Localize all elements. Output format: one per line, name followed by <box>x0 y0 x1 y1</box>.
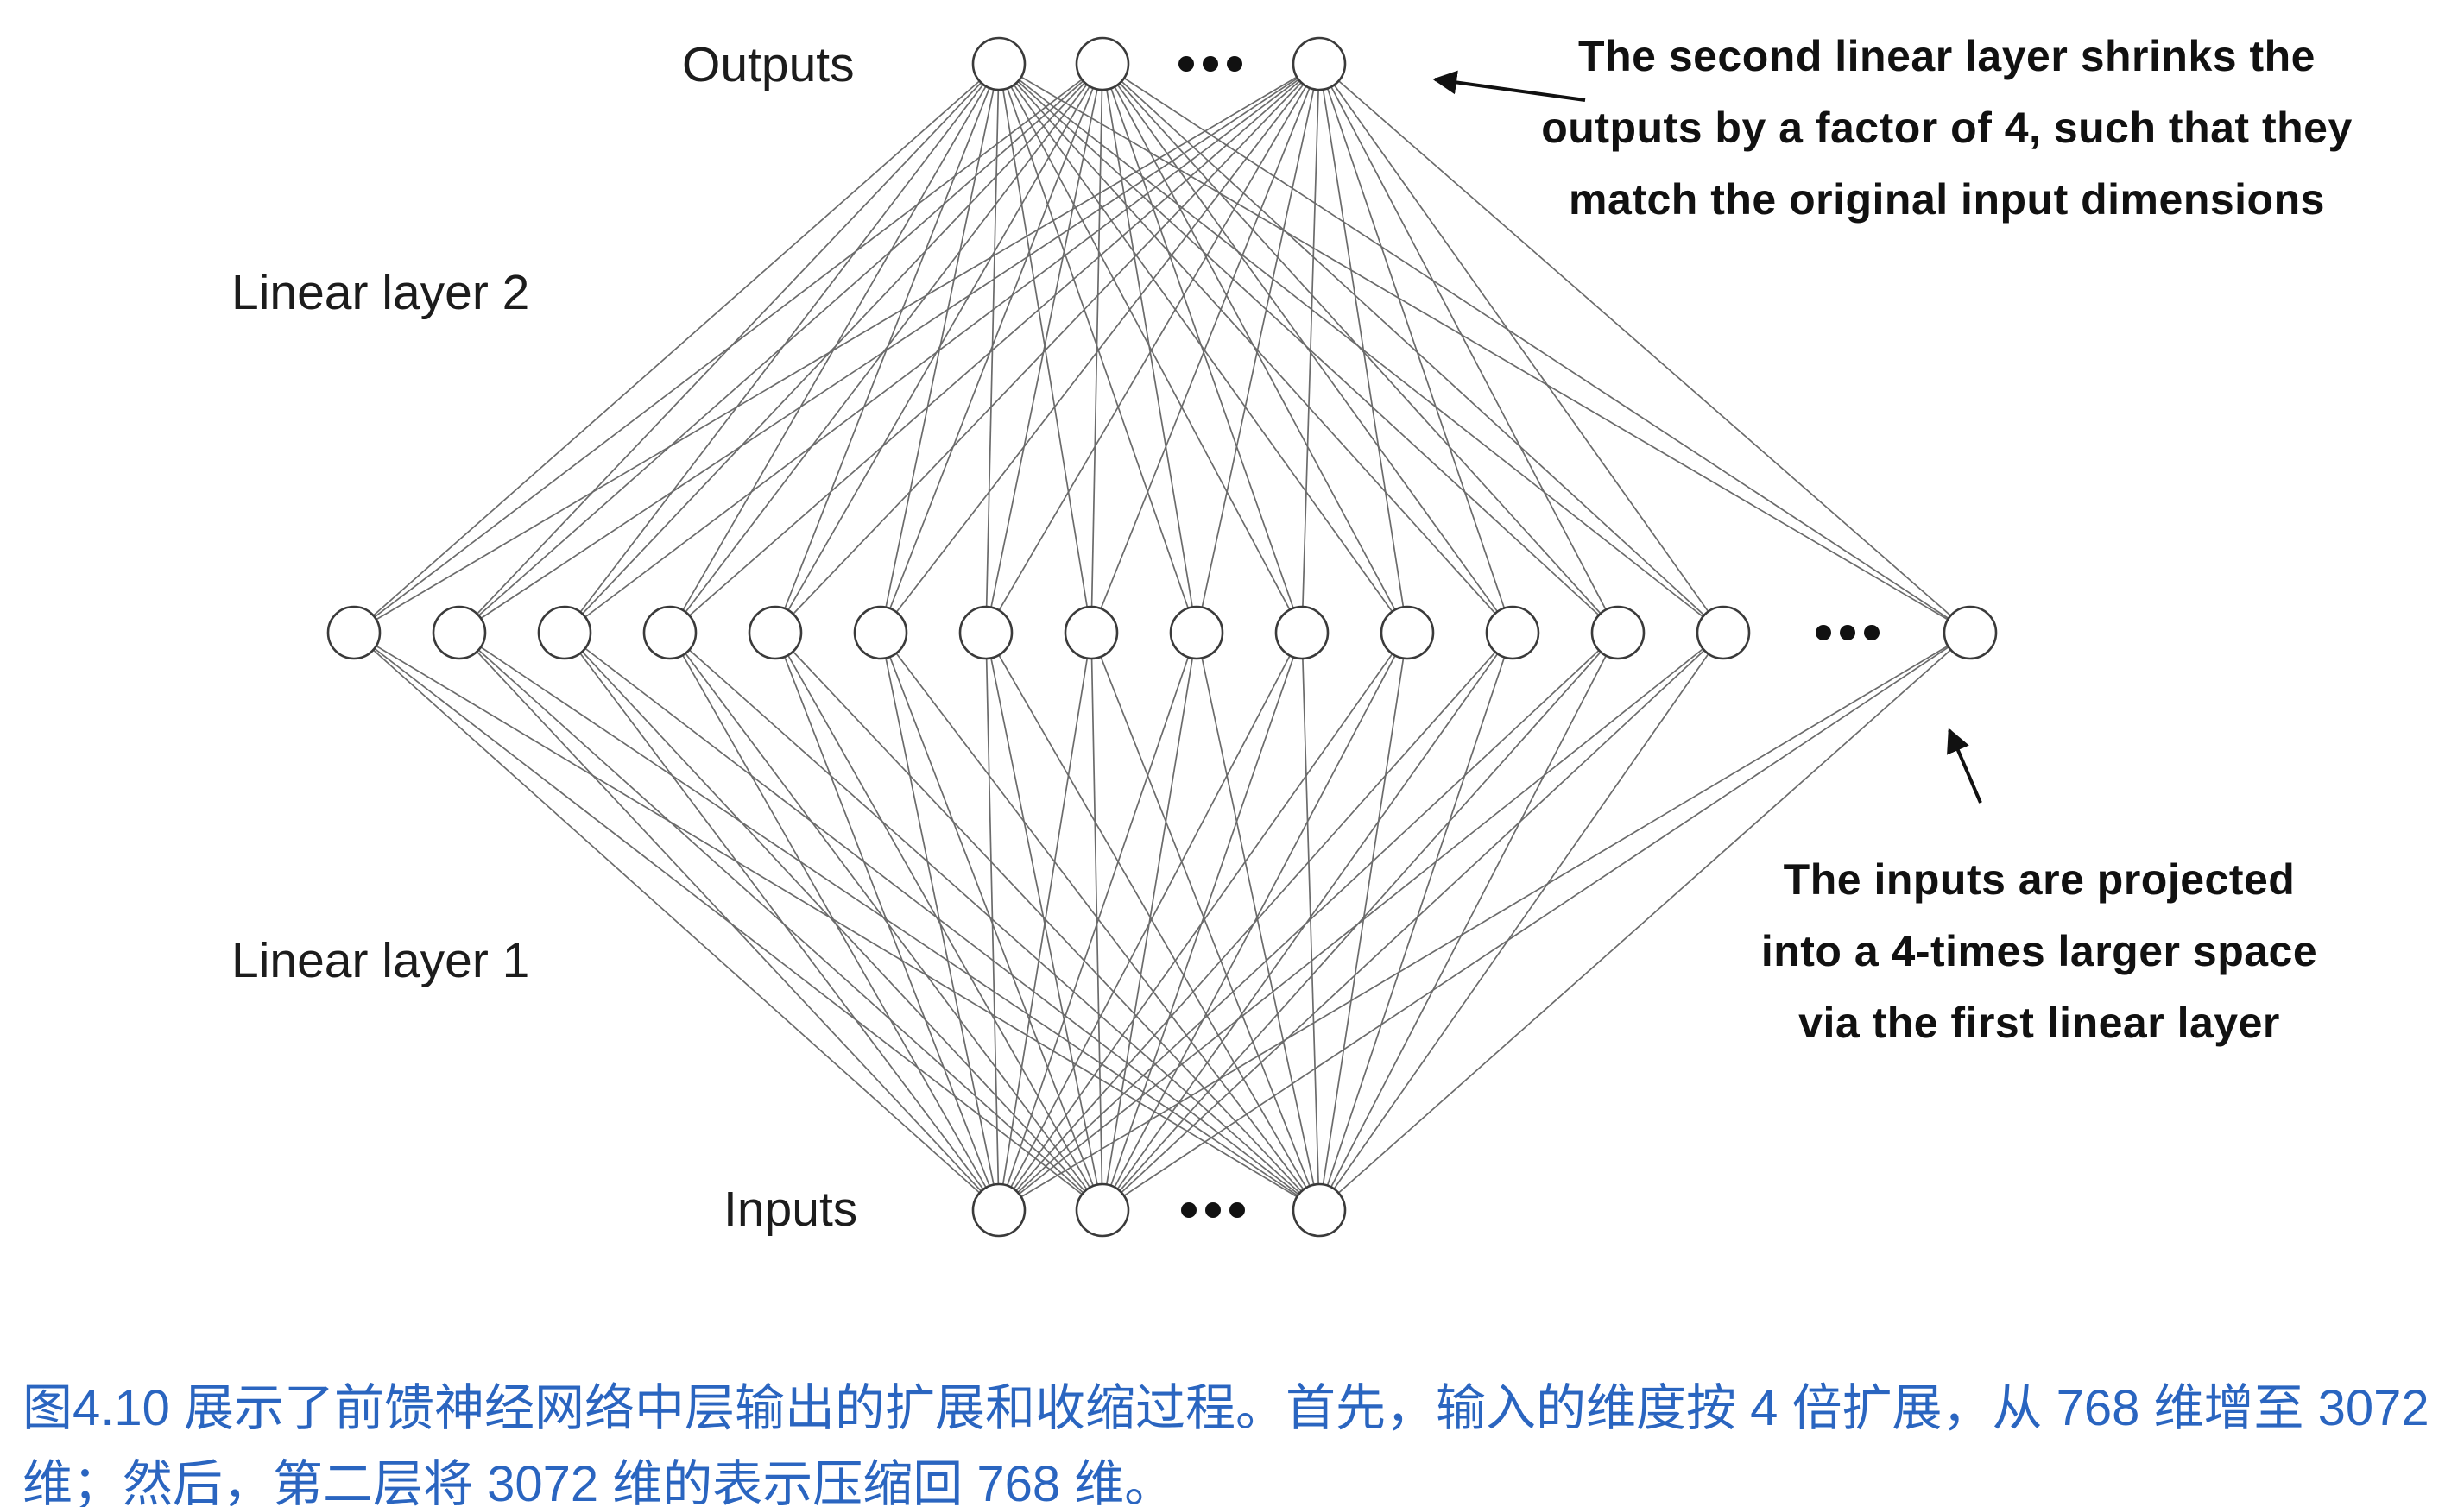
hidden-node <box>1274 605 1330 660</box>
linear-layer-1-label: Linear layer 1 <box>231 933 530 988</box>
caption-line: 维；然后，第二层将 3072 维的表示压缩回 768 维。 <box>22 1456 1175 1507</box>
input-node <box>1075 1182 1130 1238</box>
hidden-node <box>853 605 908 660</box>
inputs-label: Inputs <box>723 1182 858 1237</box>
hidden-node <box>432 605 487 660</box>
hidden-node <box>1169 605 1224 660</box>
annotation-arrows <box>1432 70 1982 804</box>
annotation-line: match the original input dimensions <box>1569 175 2325 224</box>
hidden-node <box>1064 605 1119 660</box>
output-node <box>971 36 1027 91</box>
network-diagram <box>326 36 1998 1238</box>
hidden-node <box>1590 605 1646 660</box>
annotation-line: via the first linear layer <box>1798 999 2280 1047</box>
arrow-to-output-node <box>1432 70 1586 102</box>
arrow-to-hidden-node <box>1947 728 1982 804</box>
figure-caption: 图4.10 展示了前馈神经网络中层输出的扩展和收缩过程。首先，输入的维度按 4 … <box>22 1371 2450 1507</box>
output-node <box>1292 36 1347 91</box>
hidden-node <box>537 605 592 660</box>
annotation-line: The second linear layer shrinks the <box>1578 32 2316 80</box>
annotation-line: into a 4-times larger space <box>1760 927 2318 975</box>
hidden-node <box>326 605 382 660</box>
annotation-line: outputs by a factor of 4, such that they <box>1541 104 2353 152</box>
input-node <box>1292 1182 1347 1238</box>
ellipsis-dots <box>1178 56 1880 1218</box>
annotation-expand-layer: The inputs are projected into a 4-times … <box>1685 844 2393 1059</box>
outputs-label: Outputs <box>682 37 855 92</box>
nodes-group <box>326 36 1998 1238</box>
hidden-node <box>1485 605 1540 660</box>
input-node <box>971 1182 1027 1238</box>
hidden-node <box>1696 605 1751 660</box>
hidden-node <box>958 605 1014 660</box>
hidden-node <box>642 605 698 660</box>
edges-group <box>353 63 1971 1211</box>
annotation-line: The inputs are projected <box>1783 855 2296 904</box>
caption-line: 图4.10 展示了前馈神经网络中层输出的扩展和收缩过程。首先，输入的维度按 4 … <box>22 1380 2429 1436</box>
linear-layer-2-label: Linear layer 2 <box>231 265 530 320</box>
hidden-node <box>748 605 803 660</box>
hidden-node <box>1943 605 1998 660</box>
output-node <box>1075 36 1130 91</box>
hidden-node <box>1380 605 1435 660</box>
annotation-shrink-layer: The second linear layer shrinks the outp… <box>1472 21 2422 236</box>
